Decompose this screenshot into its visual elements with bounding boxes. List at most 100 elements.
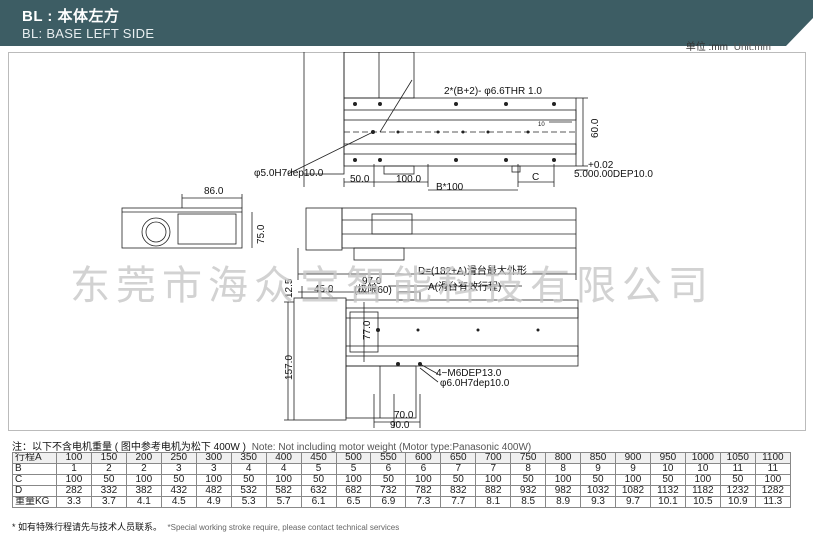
- dim-50: 50.0: [350, 174, 370, 185]
- dim-86: 86.0: [204, 186, 224, 197]
- table-cell: 282: [56, 485, 92, 497]
- table-cell: 100: [615, 474, 651, 486]
- table-cell: 750: [510, 452, 547, 464]
- weight-note-en: Note: Not including motor weight (Motor …: [251, 442, 532, 453]
- table-cell: 400: [265, 452, 302, 464]
- hole-note: 2*(B+2)- φ6.6THR 1.0: [444, 86, 542, 97]
- table-cell: 1182: [684, 485, 721, 497]
- table-cell: 4.9: [195, 496, 232, 508]
- table-cell: 300: [195, 452, 232, 464]
- table-cell: 850: [580, 452, 616, 464]
- dim-12-5: 12.5: [284, 278, 295, 298]
- table-cell: 700: [475, 452, 512, 464]
- table-cell: 100: [545, 474, 582, 486]
- dim-157: 157.0: [284, 355, 295, 380]
- table-cell: 632: [300, 485, 337, 497]
- table-cell: 782: [405, 485, 442, 497]
- table-cell: 3: [160, 463, 197, 475]
- table-cell: 8.5: [510, 496, 547, 508]
- footnote-en: *Special working stroke require, please …: [167, 523, 400, 532]
- table-cell: 50: [510, 474, 547, 486]
- weight-note: 注：以下不含电机重量 ( 图中参考电机为松下 400W ) Note: Not …: [12, 438, 531, 453]
- table-cell: 7: [475, 463, 512, 475]
- weight-note-cn: 注：以下不含电机重量 ( 图中参考电机为松下 400W ): [12, 442, 246, 453]
- table-cell: 11.3: [754, 496, 792, 508]
- table-cell: 50: [719, 474, 756, 486]
- table-cell: 4: [265, 463, 302, 475]
- table-cell: 900: [615, 452, 651, 464]
- footnote: * 如有特殊行程请先与技术人员联系。 *Special working stro…: [12, 520, 399, 533]
- dim-70: 70.0: [394, 410, 414, 421]
- pin-hole-note: φ5.0H7dep10.0: [254, 168, 324, 179]
- table-cell: 100: [754, 474, 792, 486]
- unit-label: 单位 :mm Unit:mm: [686, 38, 771, 53]
- table-cell: 9.7: [615, 496, 651, 508]
- table-cell: 100: [195, 474, 232, 486]
- table-cell: 1232: [719, 485, 756, 497]
- table-cell: 10.5: [684, 496, 721, 508]
- dim-10: 10: [538, 122, 545, 128]
- tap-note: 4−M6DEP13.0: [436, 368, 502, 379]
- table-cell: 5.7: [265, 496, 302, 508]
- table-cell: 832: [440, 485, 477, 497]
- table-cell: 6: [370, 463, 407, 475]
- table-cell: 8: [545, 463, 582, 475]
- table-cell: 9.3: [580, 496, 616, 508]
- bottom-view: [284, 286, 579, 428]
- table-cell: 1050: [719, 452, 756, 464]
- dim-b100: B*100: [436, 182, 464, 193]
- table-cell: 1132: [649, 485, 686, 497]
- table-cell: 50: [300, 474, 337, 486]
- dim-45: 45.0: [314, 284, 334, 295]
- table-cell: 9: [615, 463, 651, 475]
- table-cell: 4: [230, 463, 267, 475]
- table-cell: 5: [300, 463, 337, 475]
- table-cell: 532: [230, 485, 267, 497]
- page-title: BL : 本体左方: [22, 8, 120, 25]
- table-cell: 1082: [615, 485, 651, 497]
- front-view: [297, 207, 577, 287]
- header-bar: [0, 0, 813, 46]
- table-cell: 50: [230, 474, 267, 486]
- table-cell: 332: [90, 485, 127, 497]
- table-cell: 50: [370, 474, 407, 486]
- row-label: B: [12, 463, 57, 475]
- table-cell: 2: [125, 463, 162, 475]
- table-cell: 882: [475, 485, 512, 497]
- row-label: 行程A: [12, 452, 57, 464]
- dim-a: A(滑台有效行程): [428, 280, 501, 293]
- table-cell: 9: [580, 463, 616, 475]
- table-cell: 8.1: [475, 496, 512, 508]
- table-cell: 932: [510, 485, 547, 497]
- dim-75: 75.0: [256, 224, 267, 244]
- table-cell: 8: [510, 463, 547, 475]
- row-label: C: [12, 474, 57, 486]
- table-cell: 10.1: [649, 496, 686, 508]
- end-view: [121, 194, 253, 249]
- dim-60: 60.0: [590, 118, 601, 138]
- dim-90: 90.0: [390, 420, 410, 431]
- table-cell: 7.7: [440, 496, 477, 508]
- table-cell: 7.3: [405, 496, 442, 508]
- row-label: 重量KG: [12, 496, 57, 508]
- tolerance-note: +0.02: [588, 160, 614, 171]
- dim-77: 77.0: [362, 320, 373, 340]
- slot-note: 5.000.00DEP10.0: [574, 169, 653, 180]
- table-cell: 982: [545, 485, 582, 497]
- table-cell: 1100: [754, 452, 792, 464]
- table-cell: 100: [265, 474, 302, 486]
- table-cell: 100: [684, 474, 721, 486]
- table-cell: 582: [265, 485, 302, 497]
- table-cell: 6: [405, 463, 442, 475]
- table-cell: 150: [90, 452, 127, 464]
- dim-d: D=(182+A)滑台最大外形: [418, 264, 527, 277]
- table-cell: 100: [125, 474, 162, 486]
- table-cell: 432: [160, 485, 197, 497]
- table-cell: 100: [475, 474, 512, 486]
- table-cell: 50: [90, 474, 127, 486]
